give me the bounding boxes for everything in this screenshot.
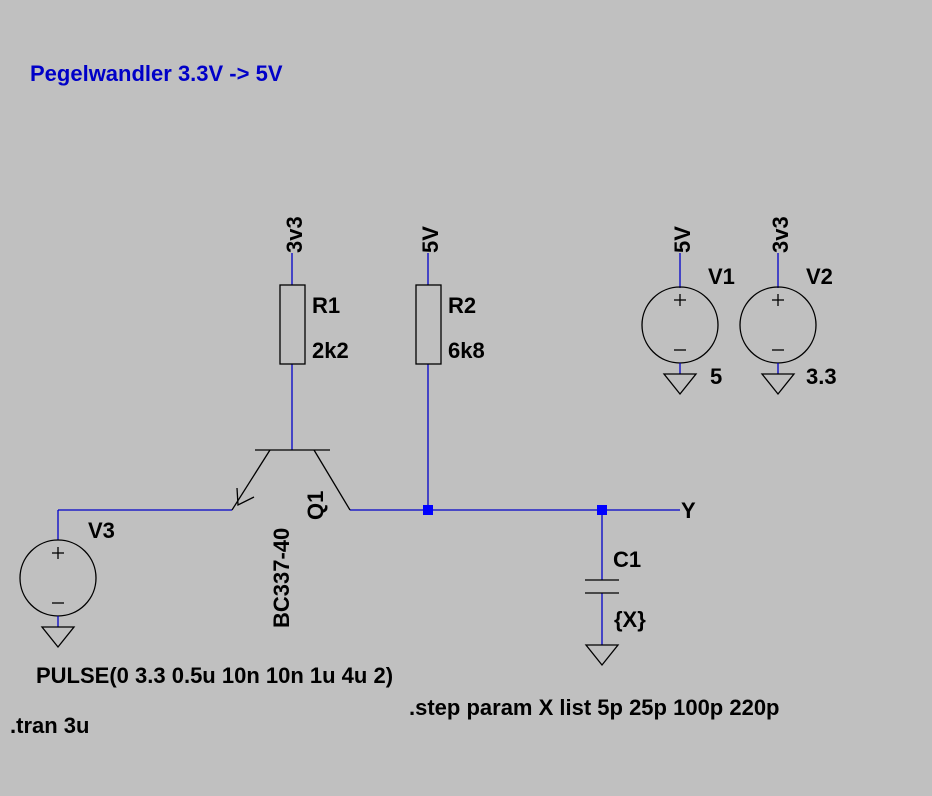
resistor-body <box>415 284 442 365</box>
resistor-body <box>279 284 306 365</box>
r1-value: 2k2 <box>312 338 349 363</box>
v2-value: 3.3 <box>806 364 837 389</box>
step-directive[interactable]: .step param X list 5p 25p 100p 220p <box>409 695 780 720</box>
voltage-source-v1[interactable]: V1 5 <box>641 264 735 389</box>
net-label-y: Y <box>681 498 696 523</box>
resistor-r2[interactable]: R2 6k8 <box>415 284 485 365</box>
q1-name: Q1 <box>303 491 328 520</box>
net-label-5v-v1: 5V <box>670 226 695 253</box>
v3-name: V3 <box>88 518 115 543</box>
r2-value: 6k8 <box>448 338 485 363</box>
voltage-source-v3[interactable]: V3 <box>19 518 115 617</box>
v3-value: PULSE(0 3.3 0.5u 10n 10n 1u 4u 2) <box>36 663 393 688</box>
q1-value: BC337-40 <box>269 528 294 628</box>
ground-icon <box>662 373 698 396</box>
tran-directive[interactable]: .tran 3u <box>10 713 89 738</box>
junction-dot <box>597 505 607 515</box>
net-label-5v-r2: 5V <box>418 226 443 253</box>
c1-name: C1 <box>613 547 641 572</box>
voltage-source-v2[interactable]: V2 3.3 <box>739 264 837 389</box>
junction-dot <box>423 505 433 515</box>
ground-icon <box>40 626 76 649</box>
wires <box>57 253 779 645</box>
v1-name: V1 <box>708 264 735 289</box>
schematic-title: Pegelwandler 3.3V -> 5V <box>30 61 283 86</box>
v1-value: 5 <box>710 364 722 389</box>
r1-name: R1 <box>312 293 340 318</box>
net-label-3v3-v2: 3v3 <box>768 216 793 253</box>
capacitor-c1[interactable]: C1 {X} <box>585 547 646 632</box>
v2-name: V2 <box>806 264 833 289</box>
c1-value: {X} <box>614 607 646 632</box>
ground-icon <box>760 373 796 396</box>
r2-name: R2 <box>448 293 476 318</box>
transistor-q1[interactable]: Q1 BC337-40 <box>231 449 351 628</box>
net-label-3v3-r1: 3v3 <box>282 216 307 253</box>
resistor-r1[interactable]: R1 2k2 <box>279 284 349 365</box>
emitter-arrow-icon <box>236 487 255 507</box>
ground-icon <box>584 644 620 667</box>
